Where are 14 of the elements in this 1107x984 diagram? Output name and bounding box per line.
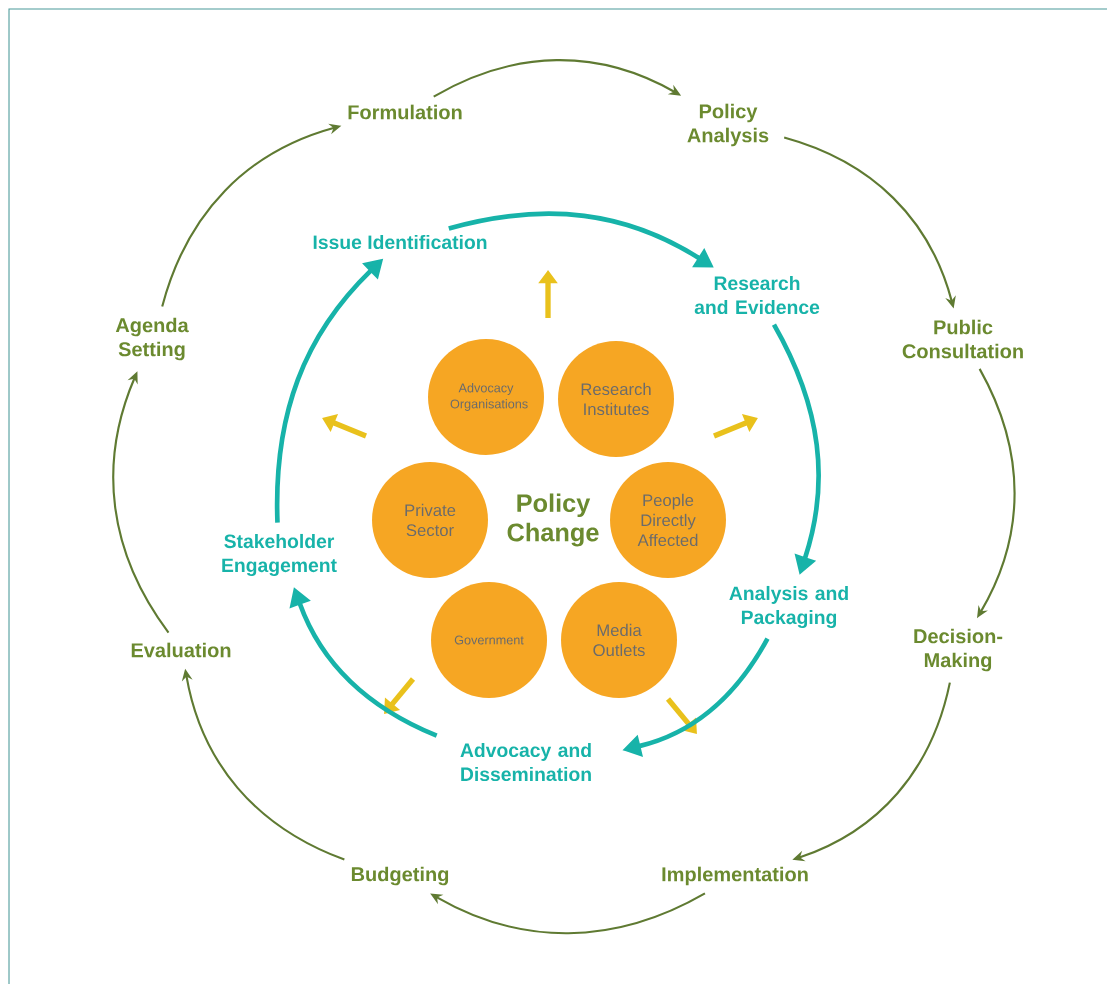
- label-text: Policy Analysis: [687, 103, 769, 147]
- label-text: Analysis and Packaging: [729, 585, 848, 629]
- center-title: Policy Change: [507, 493, 599, 547]
- label-text: Formulation: [348, 104, 462, 120]
- label-text: Budgeting: [351, 866, 449, 886]
- label-text: Stakeholder Engagement: [222, 533, 337, 577]
- label-text: Agenda Setting: [115, 317, 189, 361]
- label-text: Implementation: [662, 866, 808, 886]
- label-text: Public Consultation: [902, 319, 1023, 359]
- label-text: Evaluation: [131, 642, 231, 658]
- label-text: Research and Evidence: [694, 275, 820, 315]
- label-text: Issue Identification: [313, 234, 487, 250]
- label-text: Decision-Making: [914, 628, 1003, 672]
- label-text: Advocacy and Dissemination: [460, 742, 591, 782]
